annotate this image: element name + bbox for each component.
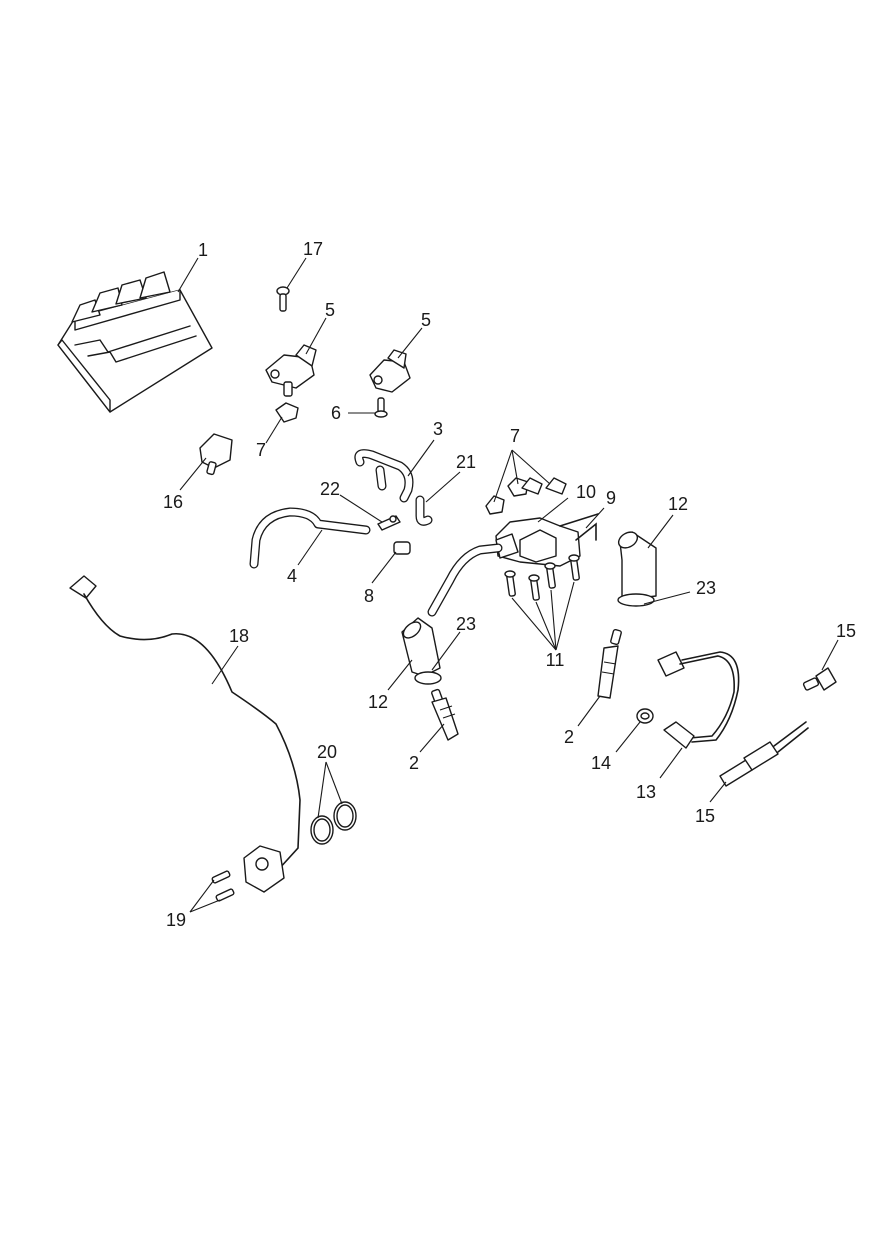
o2-sensor-15	[719, 721, 809, 787]
callout-13: 13	[636, 782, 656, 802]
callout-21: 21	[456, 452, 476, 472]
spark-plug-left	[431, 688, 459, 741]
hose-21	[415, 495, 433, 526]
spark-plug-right	[597, 628, 622, 699]
callout-17: 17	[303, 239, 323, 259]
ignition-coil-assembly	[495, 513, 599, 567]
sensor-15-top	[802, 667, 837, 691]
callout-6: 6	[331, 403, 341, 423]
bolt-19-b	[215, 888, 235, 902]
leader-lines	[177, 257, 839, 913]
callout-16: 16	[163, 492, 183, 512]
bolt-11-a	[504, 570, 516, 597]
map-sensor-right	[369, 349, 411, 393]
callout-19: 19	[166, 910, 186, 930]
callout-20: 20	[317, 742, 337, 762]
clip-7-a	[485, 495, 505, 515]
hose-4	[249, 507, 371, 569]
coil-lead	[427, 543, 503, 617]
callout-5b: 5	[421, 310, 431, 330]
plug-cap-12-left	[401, 617, 442, 685]
map-sensor-left	[265, 344, 317, 397]
callout-2a: 2	[409, 753, 419, 773]
screw-17	[276, 286, 290, 312]
t-piece-22	[377, 515, 401, 531]
callout-9: 9	[606, 488, 616, 508]
o-ring-20-a	[310, 815, 334, 845]
sensor-body-18	[243, 845, 285, 893]
clip-7-c	[521, 477, 543, 495]
callout-1: 1	[198, 240, 208, 260]
callout-11: 11	[546, 650, 565, 670]
plug-cap-12-right	[617, 531, 657, 607]
callout-8: 8	[364, 586, 374, 606]
washer-14	[636, 708, 654, 724]
callout-23a: 23	[456, 614, 476, 634]
clip-7-left	[275, 402, 299, 423]
temp-sensor-13	[657, 651, 740, 749]
callout-15a: 15	[836, 621, 856, 641]
grommet-8	[393, 541, 411, 555]
callout-7b: 7	[510, 426, 520, 446]
callout-12a: 12	[368, 692, 388, 712]
callout-2b: 2	[564, 727, 574, 747]
callout-23b: 23	[696, 578, 716, 598]
callout-numbers: 1 17 5 5 6 7 16 3 21 22 4 8 7 10 9 11 12…	[163, 239, 856, 930]
callout-3: 3	[433, 419, 443, 439]
callout-5a: 5	[325, 300, 335, 320]
callout-12b: 12	[668, 494, 688, 514]
bolt-11-b	[528, 574, 540, 601]
bolt-19-a	[211, 870, 231, 884]
sensor-16	[199, 433, 233, 476]
callout-18: 18	[229, 626, 249, 646]
callout-10: 10	[576, 482, 596, 502]
clip-7-d	[545, 477, 567, 495]
hose-3	[354, 449, 414, 503]
ecm-unit	[57, 271, 213, 413]
bolt-11-d	[568, 554, 580, 581]
callout-15b: 15	[695, 806, 715, 826]
callout-14: 14	[591, 753, 611, 773]
harness-18	[69, 575, 301, 871]
callout-4: 4	[287, 566, 297, 586]
callout-7a: 7	[256, 440, 266, 460]
callout-22: 22	[320, 479, 340, 499]
bolt-11-c	[544, 562, 556, 589]
o-ring-20-b	[333, 801, 357, 831]
screw-6	[374, 397, 388, 418]
